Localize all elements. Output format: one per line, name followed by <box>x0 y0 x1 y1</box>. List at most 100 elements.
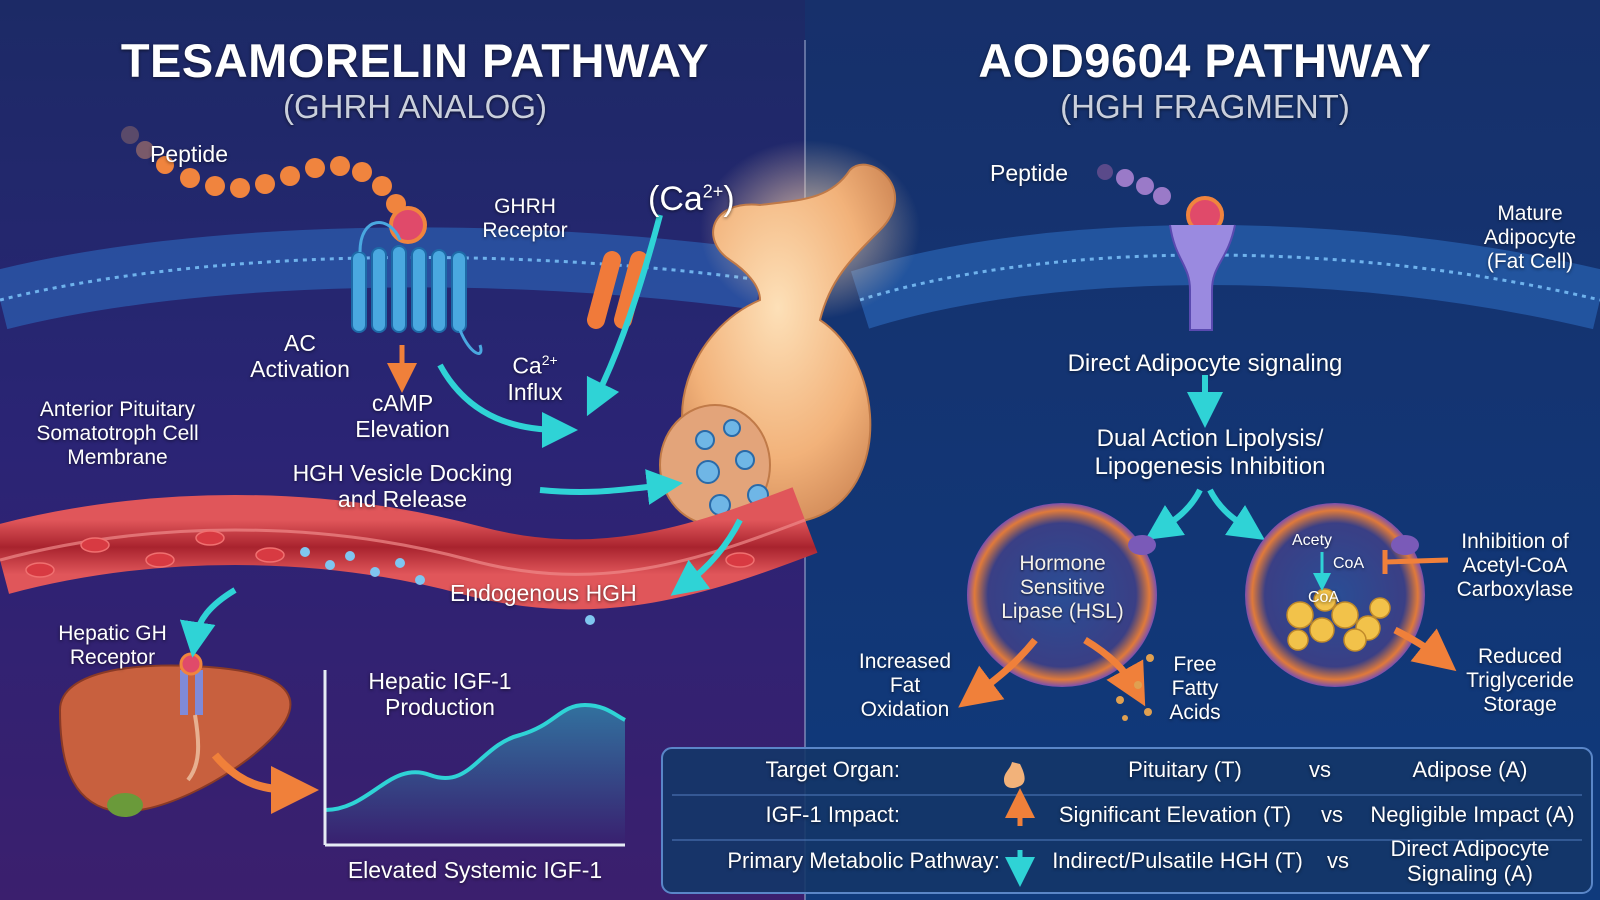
reduced-storage-line-1: Reduced <box>1477 645 1563 668</box>
right-peptide-chain <box>1097 164 1224 234</box>
arrow-acc-to-storage <box>1393 626 1457 672</box>
row-pathway-a: Direct Adipocyte Signaling (A) <box>1370 836 1570 887</box>
reduced-storage-line-2: Triglyceride <box>1466 669 1574 693</box>
vesicle-line-2: and Release <box>337 486 468 513</box>
igf-production-label: Hepatic IGF-1 Production <box>345 668 535 721</box>
hepatic-receptor-label: Hepatic GH Receptor <box>40 622 185 670</box>
arrow-ca-influx <box>586 214 663 417</box>
dual-action-label: Dual Action Lipolysis/ Lipogenesis Inhib… <box>1060 425 1360 480</box>
adipocyte-receptor <box>1169 224 1236 331</box>
row-target-vs: vs <box>1309 757 1331 782</box>
adipocyte-line-3: (Fat Cell) <box>1486 250 1574 274</box>
reduced-storage-line-3: Storage <box>1483 693 1557 717</box>
inhibition-label: Inhibition of Acetyl-CoA Carboxylase <box>1440 530 1590 602</box>
hgh-particles <box>300 547 595 625</box>
lipid-droplets <box>1286 588 1391 652</box>
direct-signaling-label: Direct Adipocyte signaling <box>1067 350 1343 377</box>
ac-activation-line-2: Activation <box>250 356 350 383</box>
dual-action-line-1: Dual Action Lipolysis/ <box>1096 425 1324 452</box>
row-pathway-a-line-2: Signaling (A) <box>1407 861 1533 887</box>
fat-oxidation-line-2: Fat <box>889 674 921 698</box>
ghrh-receptor-line-1: GHRH <box>494 195 556 218</box>
cell-membrane-line-2: Somatotroph Cell <box>36 422 199 446</box>
adipocyte-line-1: Mature <box>1497 202 1563 225</box>
coa-label-2: CoA <box>1308 589 1340 606</box>
adipocyte-label: Mature Adipocyte (Fat Cell) <box>1465 202 1595 274</box>
left-peptide-chain <box>121 126 427 244</box>
ac-activation-line-1: AC <box>284 330 316 356</box>
ac-activation-label: AC Activation <box>230 330 370 383</box>
igf-curve <box>324 702 626 812</box>
fat-oxidation-line-3: Oxidation <box>860 698 950 722</box>
red-blood-cells <box>25 530 755 578</box>
arrow-hgh-to-blood <box>670 518 743 596</box>
igf-production-line-1: Hepatic IGF-1 <box>368 668 512 694</box>
hgh-vesicles <box>695 419 769 516</box>
right-peptide-label: Peptide <box>990 160 1069 186</box>
coa-label-1: CoA <box>1333 555 1365 572</box>
ca-ion-superscript: 2+ <box>702 181 724 202</box>
igf-area <box>325 705 625 845</box>
inhibition-bar <box>1382 550 1449 574</box>
elevated-igf-label: Elevated Systemic IGF-1 <box>347 857 603 883</box>
fat-oxidation-label: Increased Fat Oxidation <box>840 650 970 722</box>
receptor-loops <box>358 221 483 355</box>
hepatic-duct <box>186 714 201 782</box>
calcium-channel <box>586 251 649 329</box>
row-pathway-a-line-1: Direct Adipocyte <box>1390 836 1550 861</box>
row-pathway-t: Indirect/Pulsatile HGH (T) <box>1052 848 1303 873</box>
inhibition-line-2: Acetyl-CoA <box>1462 554 1568 578</box>
cell-membrane-line-1: Anterior Pituitary <box>39 398 196 421</box>
arrow-dual-to-acc <box>1207 488 1265 540</box>
arrow-hsl-to-ffa <box>1083 636 1146 707</box>
row-igf-label: IGF-1 Impact: <box>765 802 900 827</box>
arrow-vesicle-release <box>539 469 683 505</box>
vessel-highlight <box>0 518 806 576</box>
comparison-box <box>661 747 1593 894</box>
ca-influx-superscript: 2+ <box>541 352 558 368</box>
igf-chart <box>323 670 626 847</box>
ca-influx-text: Ca <box>512 352 542 379</box>
ca-influx-line-2: Influx <box>507 379 563 406</box>
row-target-t: Pituitary (T) <box>1128 757 1242 782</box>
right-title: AOD9604 PATHWAY <box>978 34 1432 87</box>
cell-membrane-label: Anterior Pituitary Somatotroph Cell Memb… <box>10 398 225 470</box>
row-igf-a: Negligible Impact (A) <box>1370 802 1575 827</box>
camp-label: cAMP Elevation <box>330 390 475 443</box>
ffa-line-3: Acids <box>1169 701 1221 725</box>
ca-influx-label: Ca2+ Influx <box>480 352 590 406</box>
arrow-blood-to-liver <box>179 587 237 658</box>
row-igf-vs: vs <box>1321 802 1343 827</box>
inhibition-line-3: Carboxylase <box>1456 578 1574 602</box>
igf-production-line-2: Production <box>385 694 495 721</box>
ca-ion-close: ) <box>723 180 735 218</box>
vesicle-label: HGH Vesicle Docking and Release <box>265 460 540 513</box>
row-igf-t: Significant Elevation (T) <box>1058 802 1292 827</box>
hsl-line-2: Sensitive <box>1019 576 1106 600</box>
ghrh-receptor-line-2: Receptor <box>482 219 568 243</box>
left-subtitle: (GHRH ANALOG) <box>282 88 548 125</box>
adipocyte-line-2: Adipocyte <box>1483 226 1577 250</box>
gallbladder <box>107 793 143 817</box>
right-subtitle: (HGH FRAGMENT) <box>1060 88 1350 125</box>
hepatic-receptor-line-2: Receptor <box>69 646 156 670</box>
row-target-label: Target Organ: <box>765 757 900 782</box>
arrow-liver-to-igf <box>211 752 319 814</box>
hsl-nucleus <box>1128 535 1156 555</box>
reduced-storage-label: Reduced Triglyceride Storage <box>1445 645 1595 717</box>
row-pathway-label: Primary Metabolic Pathway: <box>727 848 1000 873</box>
pituitary-mini-icon <box>1004 762 1025 788</box>
dual-action-line-2: Lipogenesis Inhibition <box>1094 452 1326 480</box>
hsl-line-1: Hormone <box>1019 552 1106 575</box>
ffa-line-2: Fatty <box>1171 677 1219 701</box>
row-target-a: Adipose (A) <box>1412 757 1528 782</box>
ffa-line-1: Free <box>1173 653 1217 676</box>
row-pathway-vs: vs <box>1327 848 1349 873</box>
hsl-label: Hormone Sensitive Lipase (HSL) <box>985 552 1140 624</box>
arrow-dual-to-hsl <box>1145 488 1203 540</box>
left-peptide-label: Peptide <box>150 141 229 167</box>
hsl-cell <box>967 503 1157 687</box>
calcium-ion-label: (Ca2+) <box>648 180 758 219</box>
